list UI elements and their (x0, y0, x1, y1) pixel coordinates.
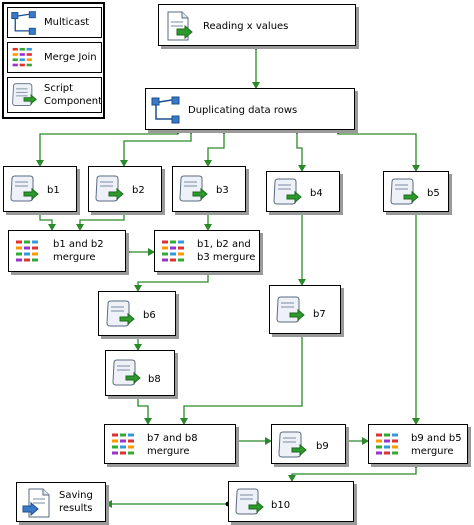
node-duplicating-label: Duplicating data rows (188, 105, 298, 116)
connector-b8-to-merge78 (137, 396, 152, 425)
connector-b7-to-merge78 (180, 334, 303, 425)
script-component-icon (390, 178, 419, 205)
node-b6-label: b6 (143, 310, 156, 321)
legend-item-multicast: Multicast (7, 7, 102, 38)
node-b8[interactable]: b8 (105, 350, 175, 396)
script-component-icon (179, 175, 208, 202)
node-b10-label: b10 (271, 500, 291, 511)
node-reading-x-values[interactable]: Reading x values (158, 4, 356, 46)
node-merge123-label-line2: b3 mergure (197, 252, 256, 263)
script-component-icon (10, 175, 39, 202)
merge-join-icon (12, 47, 32, 67)
document-destination-icon (22, 488, 50, 518)
connector-dup-to-b1 (36, 130, 179, 167)
node-duplicating-data-rows[interactable]: Duplicating data rows (145, 88, 355, 130)
node-b4[interactable]: b4 (266, 171, 340, 212)
merge-join-icon (376, 433, 398, 455)
legend-multicast-label: Multicast (44, 17, 90, 28)
node-b7-label: b7 (313, 309, 326, 320)
node-b5[interactable]: b5 (383, 171, 449, 212)
script-component-icon (273, 178, 302, 205)
node-merge12-label-line2: mergure (53, 252, 96, 263)
script-component-icon (12, 83, 37, 106)
legend-item-script-component: Script Component (7, 77, 102, 113)
connector-dup-to-b2 (120, 130, 192, 167)
script-component-icon (95, 175, 124, 202)
node-b2[interactable]: b2 (88, 166, 162, 212)
legend: Multicast Merge Join Script Component (2, 2, 105, 119)
node-b9-b5-mergure[interactable]: b9 and b5 mergure (368, 424, 468, 464)
script-component-icon (112, 359, 141, 386)
node-b1-b2-b3-mergure[interactable]: b1, b2 and b3 mergure (154, 230, 260, 272)
multicast-icon (151, 96, 180, 124)
script-component-icon (276, 296, 305, 323)
node-saving-label-line2: results (59, 503, 93, 514)
node-b1-b2-mergure[interactable]: b1 and b2 mergure (8, 230, 126, 272)
connector-dup-to-b4 (296, 130, 306, 172)
node-merge123-label-line1: b1, b2 and (197, 239, 251, 250)
script-component-icon (106, 300, 135, 327)
node-b9-label: b9 (316, 441, 329, 452)
node-b1[interactable]: b1 (3, 166, 77, 212)
legend-merge-join-label: Merge Join (44, 52, 97, 63)
connector-dup-to-b3 (204, 130, 225, 167)
merge-join-icon (16, 240, 38, 262)
script-component-icon (235, 488, 264, 515)
connector-b2-to-merge12 (76, 212, 125, 231)
node-b3[interactable]: b3 (172, 166, 246, 212)
legend-script-label-line2: Component (44, 96, 103, 107)
node-b9[interactable]: b9 (271, 424, 346, 464)
node-merge95-label-line2: mergure (411, 446, 454, 457)
node-reading-label: Reading x values (203, 21, 289, 32)
node-saving-results[interactable]: Saving results (16, 482, 106, 522)
node-b7-b8-mergure[interactable]: b7 and b8 mergure (104, 424, 236, 464)
connector-merge123-to-b6 (134, 272, 209, 292)
connector-merge95-to-b10 (288, 464, 417, 482)
node-b10[interactable]: b10 (228, 481, 354, 522)
node-b3-label: b3 (216, 185, 229, 196)
node-merge78-label-line2: mergure (147, 446, 190, 457)
legend-item-merge-join: Merge Join (7, 42, 102, 73)
node-b5-label: b5 (427, 188, 440, 199)
script-component-icon (278, 431, 307, 458)
legend-script-label-line1: Script (44, 83, 74, 94)
node-merge78-label-line1: b7 and b8 (147, 433, 198, 444)
node-b6[interactable]: b6 (98, 291, 176, 336)
node-b7[interactable]: b7 (269, 285, 341, 334)
multicast-icon (11, 11, 36, 35)
node-merge95-label-line1: b9 and b5 (411, 433, 462, 444)
connector-b1-to-merge12 (39, 212, 56, 231)
merge-join-icon (112, 433, 134, 455)
merge-join-icon (162, 240, 184, 262)
node-saving-label-line1: Saving (59, 490, 93, 501)
node-b8-label: b8 (148, 374, 161, 385)
connector-dup-to-b5 (337, 130, 420, 172)
node-b4-label: b4 (310, 188, 323, 199)
document-source-icon (167, 11, 193, 41)
node-b1-label: b1 (47, 185, 60, 196)
node-b2-label: b2 (132, 185, 145, 196)
node-merge12-label-line1: b1 and b2 (53, 239, 104, 250)
